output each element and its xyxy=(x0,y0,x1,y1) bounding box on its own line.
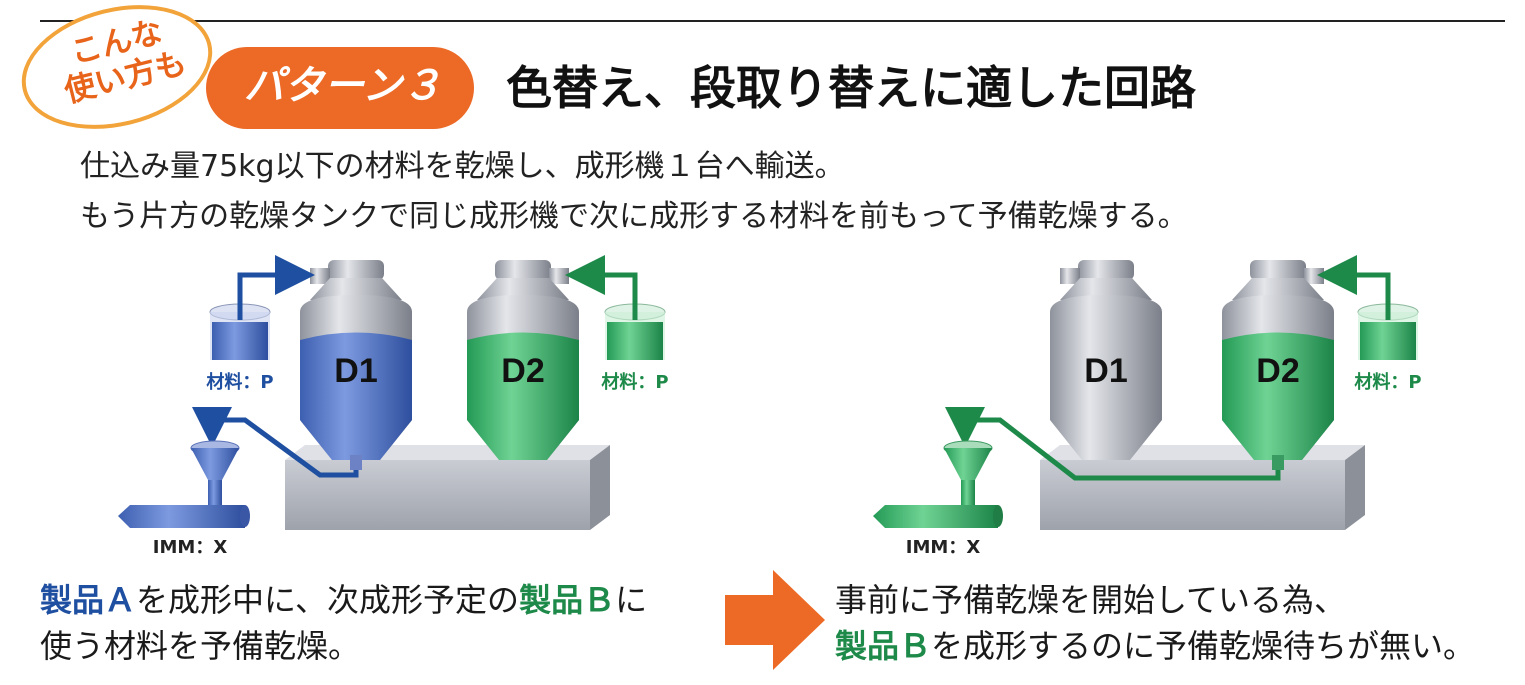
caption-left-line-1: 製品Ａを成形中に、次成形予定の製品Ｂに xyxy=(40,578,647,622)
product-b-label: 製品Ｂ xyxy=(519,581,616,619)
material-container-right-2 xyxy=(1357,303,1419,360)
product-a-label: 製品Ａ xyxy=(40,581,137,619)
arrow-right-icon xyxy=(725,570,825,670)
right-d1-label: D1 xyxy=(1084,352,1127,390)
pipe-green-out xyxy=(945,407,1281,481)
base-side xyxy=(590,445,610,530)
caption-left-text-1: を成形中に、次成形予定の xyxy=(136,581,520,619)
imm-machine-right xyxy=(873,440,1003,528)
left-d2-label: D2 xyxy=(501,352,544,390)
right-d2-label: D2 xyxy=(1256,352,1299,390)
caption-right-text-2: を成形するのに予備乾燥待ちが無い。 xyxy=(931,627,1476,665)
caption-left-text-2: に xyxy=(615,581,648,619)
pattern-badge xyxy=(206,47,474,129)
left-material-left-label: 材料：P xyxy=(206,371,273,393)
dryer-d1-right xyxy=(1050,260,1162,460)
caption-left-line-2: 使う材料を予備乾燥。 xyxy=(40,627,361,665)
header-rule xyxy=(40,20,1505,22)
right-diagram xyxy=(873,255,1419,530)
description-line-2: もう片方の乾燥タンクで同じ成形機で次に成形する材料を前もって予備乾燥する。 xyxy=(80,199,1188,234)
pipe-blue-out xyxy=(192,407,359,478)
circuit-diagram: D1 D2 材料：P 材料：P IMM：X xyxy=(118,255,1422,558)
product-b-label-right: 製品Ｂ xyxy=(835,627,932,665)
right-imm-label: IMM：X xyxy=(906,537,981,558)
left-imm-label: IMM：X xyxy=(153,537,228,558)
caption-right-line-1: 事前に予備乾燥を開始している為、 xyxy=(835,581,1347,619)
imm-machine xyxy=(118,440,250,528)
left-material-right-label: 材料：P xyxy=(601,371,668,393)
left-diagram xyxy=(118,255,666,530)
dryer-d2-right xyxy=(1222,260,1334,470)
material-container-left xyxy=(209,303,271,360)
base xyxy=(285,460,590,530)
right-material-label: 材料：P xyxy=(1354,371,1421,393)
pattern-label: パターン３ xyxy=(244,63,442,109)
dryer-d1 xyxy=(300,260,412,470)
left-d1-label: D1 xyxy=(334,352,377,390)
material-container-right xyxy=(604,303,666,360)
pipe-green-in-right xyxy=(1317,255,1391,320)
pipe-green-in xyxy=(565,255,638,320)
page-title: 色替え、段取り替えに適した回路 xyxy=(506,61,1196,115)
pipe-blue-in xyxy=(237,255,315,320)
dryer-d2 xyxy=(467,260,579,460)
description-line-1: 仕込み量75kg以下の材料を乾燥し、成形機１台へ輸送。 xyxy=(80,149,845,184)
caption-right-line-2: 製品Ｂを成形するのに予備乾燥待ちが無い。 xyxy=(835,624,1475,668)
